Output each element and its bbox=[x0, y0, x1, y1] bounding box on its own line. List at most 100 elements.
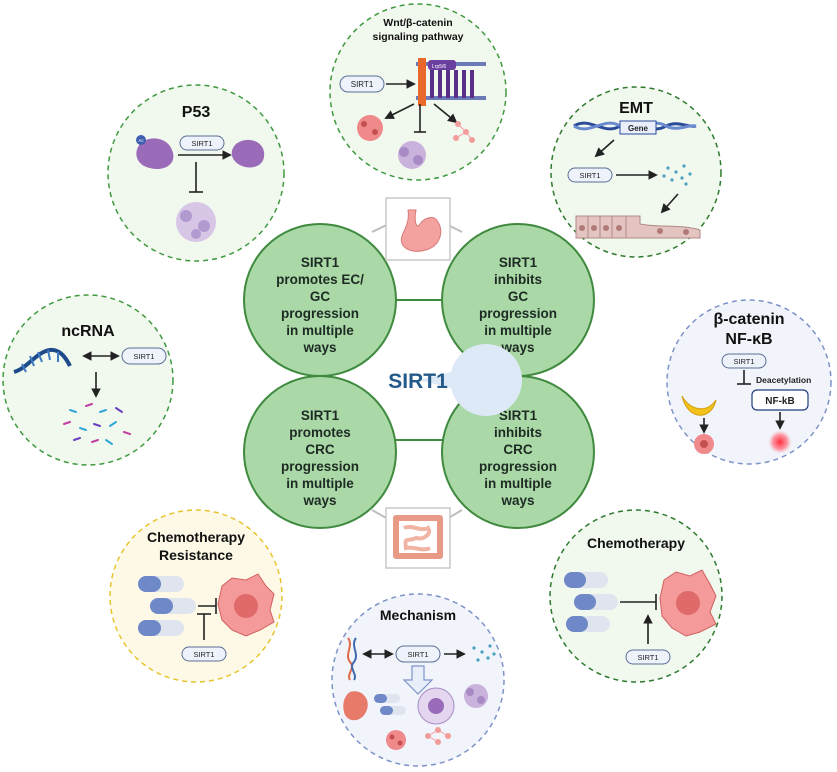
mechanism-cluster-icon bbox=[464, 684, 488, 708]
p53-sirt1-pill bbox=[179, 135, 225, 151]
p53-sirt1-label: SIRT1 bbox=[191, 139, 212, 148]
p53-cell-cluster-icon bbox=[176, 202, 216, 242]
big-down-arrow-icon bbox=[402, 665, 434, 695]
chemo-title: Chemotherapy bbox=[587, 535, 685, 551]
svg-text:progression: progression bbox=[479, 306, 557, 321]
svg-text:promotes EC/: promotes EC/ bbox=[276, 272, 364, 287]
mechanism-molecules-icon bbox=[472, 644, 496, 662]
nfkb-label: NF-kB bbox=[765, 396, 794, 407]
bcat-sirt1-pill bbox=[721, 353, 767, 369]
tumor-icon bbox=[357, 115, 383, 141]
svg-text:progression: progression bbox=[281, 459, 359, 474]
satellite-mechanism: Mechanism SIRT1 bbox=[331, 593, 505, 767]
svg-text:GC: GC bbox=[508, 289, 529, 304]
protein-deacetylated-icon bbox=[231, 139, 265, 168]
network-icon bbox=[453, 121, 475, 143]
svg-text:inhibits: inhibits bbox=[494, 272, 542, 287]
svg-text:CRC: CRC bbox=[503, 442, 532, 457]
mechanism-sirt1-pill bbox=[395, 645, 441, 663]
quadrant-text-crc-inhibit: SIRT1 inhibits CRC progression in multip… bbox=[479, 408, 557, 508]
inflammation-glow-icon bbox=[768, 430, 792, 454]
chemo-res-title: Chemotherapy bbox=[147, 529, 245, 545]
svg-text:ways: ways bbox=[302, 493, 336, 508]
wnt-sirt1-pill bbox=[339, 75, 385, 93]
svg-text:SIRT1: SIRT1 bbox=[301, 255, 340, 270]
svg-text:ways: ways bbox=[500, 493, 534, 508]
emt-title: EMT bbox=[619, 100, 653, 117]
receptor-icon: Lrp5/6 bbox=[416, 58, 486, 106]
dna-ladder-icon bbox=[347, 637, 357, 681]
chemo-capsules-icon bbox=[564, 572, 618, 632]
central-hub: SIRT1 promotes EC/ GC progression in mul… bbox=[243, 197, 595, 569]
emt-gene-box bbox=[619, 120, 657, 135]
rna-strand-icon bbox=[13, 347, 72, 374]
mechanism-tumor-icon bbox=[386, 730, 406, 750]
dispersed-molecules-icon bbox=[662, 164, 692, 186]
wnt-receptor-label: Lrp5/6 bbox=[432, 64, 446, 70]
small-rna-fragments-icon bbox=[63, 403, 131, 445]
p53-ac-tag: Ac bbox=[138, 138, 144, 143]
pill-capsules-icon bbox=[138, 576, 196, 636]
satellite-emt: EMT Gene SIRT1 bbox=[550, 86, 722, 258]
deacetylation-label: Deacetylation bbox=[756, 375, 811, 385]
mechanism-stomach-icon bbox=[343, 691, 368, 721]
bcat-title: β-catenin bbox=[713, 311, 784, 328]
satellite-wnt-pathway: Wnt/β-catenin signaling pathway SIRT1 Lr… bbox=[329, 3, 507, 181]
intestine-icon bbox=[385, 507, 451, 569]
p53-title: P53 bbox=[182, 104, 211, 121]
quadrant-text-crc-promote: SIRT1 promotes CRC progression in multip… bbox=[281, 408, 359, 508]
svg-text:progression: progression bbox=[479, 459, 557, 474]
mechanism-sirt1-label: SIRT1 bbox=[407, 650, 428, 659]
satellite-ncrna: ncRNA SIRT1 bbox=[2, 294, 174, 466]
protein-acetylated-icon: Ac bbox=[136, 135, 174, 170]
sirt1-center-label: SIRT1 bbox=[388, 370, 448, 393]
wnt-sirt1-label: SIRT1 bbox=[351, 80, 374, 89]
chemo-sirt1-pill bbox=[625, 649, 671, 665]
mechanism-capsules-icon bbox=[374, 694, 406, 715]
svg-text:in multiple: in multiple bbox=[286, 476, 354, 491]
immune-cell-icon bbox=[417, 687, 455, 725]
svg-text:in multiple: in multiple bbox=[484, 323, 552, 338]
svg-text:CRC: CRC bbox=[305, 442, 334, 457]
satellite-bcatenin-nfkb: β-catenin NF-κB SIRT1 Deacetylation NF-k… bbox=[666, 299, 832, 465]
chemo-res-sirt1-pill bbox=[181, 646, 227, 662]
ncrna-title: ncRNA bbox=[61, 323, 115, 340]
chemo-cancer-cell-icon bbox=[659, 569, 717, 637]
quadrant-text-ec-gc-promote: SIRT1 promotes EC/ GC progression in mul… bbox=[276, 255, 364, 355]
svg-text:in multiple: in multiple bbox=[286, 323, 354, 338]
svg-text:GC: GC bbox=[310, 289, 331, 304]
nfkb-box bbox=[751, 389, 809, 411]
svg-text:SIRT1: SIRT1 bbox=[499, 408, 538, 423]
wnt-title: Wnt/β-catenin bbox=[383, 17, 452, 29]
bcat-sirt1-label: SIRT1 bbox=[733, 357, 754, 366]
sirt1-core-shape bbox=[418, 344, 523, 416]
mechanism-title: Mechanism bbox=[380, 607, 456, 623]
chemo-res-sirt1-label: SIRT1 bbox=[193, 650, 214, 659]
quadrant-circle-crc-promote bbox=[243, 375, 397, 529]
bcatenin-protein-icon bbox=[681, 395, 717, 416]
quadrant-text-gc-inhibit: SIRT1 inhibits GC progression in multipl… bbox=[479, 255, 557, 355]
cell-cluster-icon bbox=[398, 141, 426, 169]
svg-text:SIRT1: SIRT1 bbox=[301, 408, 340, 423]
bcat-subtitle: NF-κB bbox=[725, 331, 772, 348]
bcat-tumor-cell-icon bbox=[694, 434, 714, 454]
svg-text:in multiple: in multiple bbox=[484, 476, 552, 491]
ncrna-sirt1-label: SIRT1 bbox=[133, 352, 154, 361]
stomach-icon bbox=[385, 197, 451, 261]
satellite-p53: P53 Ac SIRT1 bbox=[107, 84, 285, 262]
svg-text:ways: ways bbox=[500, 340, 534, 355]
mechanism-network-icon bbox=[425, 727, 451, 745]
satellite-chemo-resistance: Chemotherapy Resistance SIRT1 bbox=[109, 509, 283, 683]
svg-text:promotes: promotes bbox=[289, 425, 351, 440]
emt-gene-label: Gene bbox=[628, 124, 649, 133]
chemo-res-cancer-cell-icon bbox=[217, 573, 275, 637]
chemo-sirt1-label: SIRT1 bbox=[637, 653, 658, 662]
satellite-chemotherapy: Chemotherapy SIRT1 bbox=[549, 509, 723, 683]
svg-text:progression: progression bbox=[281, 306, 359, 321]
wnt-subtitle: signaling pathway bbox=[372, 31, 463, 43]
epithelial-cells-icon bbox=[575, 215, 701, 239]
svg-text:inhibits: inhibits bbox=[494, 425, 542, 440]
svg-text:ways: ways bbox=[302, 340, 336, 355]
emt-sirt1-pill bbox=[567, 167, 613, 183]
